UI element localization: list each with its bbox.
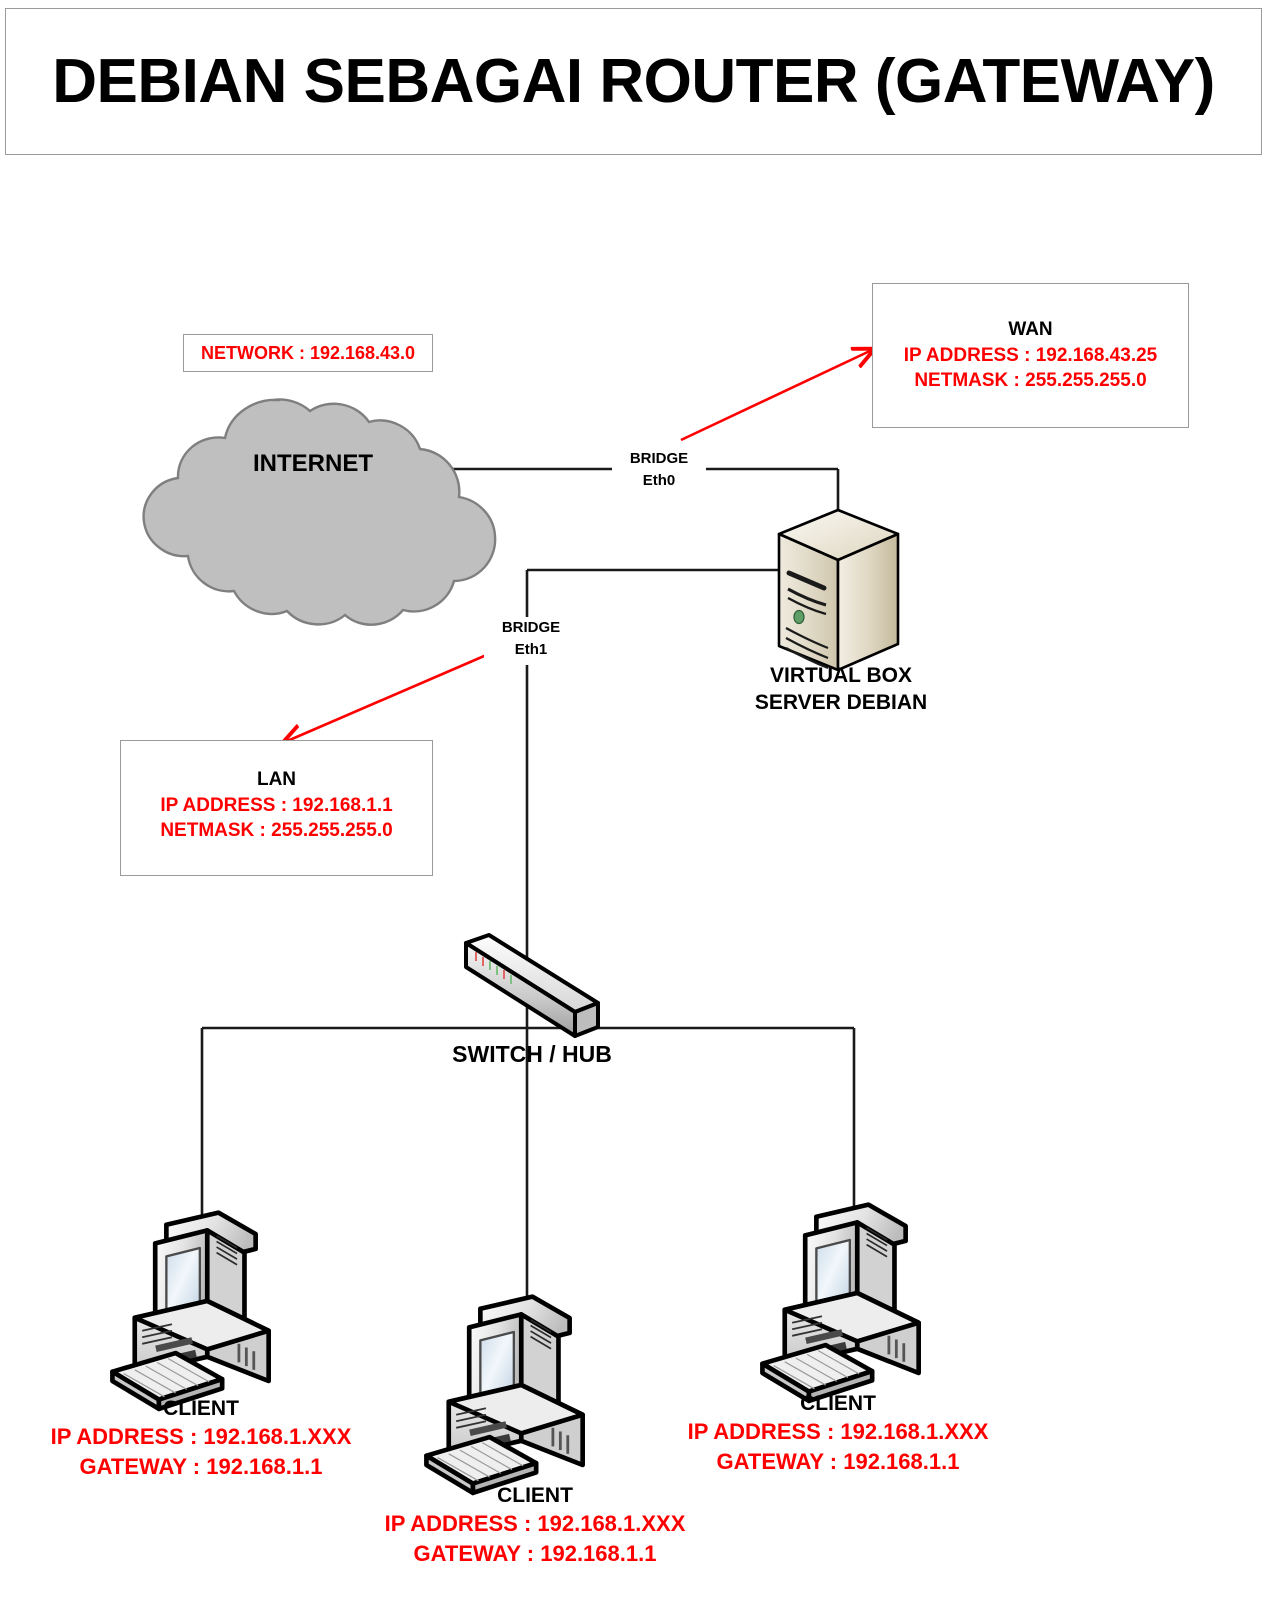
wan-netmask: NETMASK : 255.255.255.0 — [914, 370, 1147, 392]
switch-label: SWITCH / HUB — [452, 1041, 612, 1067]
lan-callout-arrow — [285, 648, 499, 742]
client-left-ip: IP ADDRESS : 192.168.1.XXX — [50, 1424, 352, 1450]
client-right-ip: IP ADDRESS : 192.168.1.XXX — [687, 1419, 989, 1445]
client-center-ip: IP ADDRESS : 192.168.1.XXX — [384, 1511, 686, 1537]
lan-ip-address: IP ADDRESS : 192.168.1.1 — [160, 794, 393, 816]
client-left-gateway: GATEWAY : 192.168.1.1 — [79, 1453, 323, 1479]
bridge-eth0-label: BRIDGE Eth0 — [612, 448, 706, 492]
client-center-gateway: GATEWAY : 192.168.1.1 — [413, 1540, 657, 1566]
client-pc-icon — [424, 1294, 585, 1496]
client-left-labels: CLIENT IP ADDRESS : 192.168.1.XXX GATEWA… — [18, 1395, 384, 1482]
bridge-eth0-line2: Eth0 — [642, 471, 676, 489]
lan-heading: LAN — [256, 769, 297, 790]
wan-ip-address: IP ADDRESS : 192.168.43.25 — [903, 344, 1158, 366]
client-center-labels: CLIENT IP ADDRESS : 192.168.1.XXX GATEWA… — [330, 1482, 740, 1569]
client-left-name: CLIENT — [163, 1397, 239, 1420]
lan-netmask: NETMASK : 255.255.255.0 — [160, 820, 393, 842]
bridge-eth0-line1: BRIDGE — [629, 450, 689, 467]
wan-heading: WAN — [1008, 319, 1053, 341]
wan-info-box: WAN IP ADDRESS : 192.168.43.25 NETMASK :… — [872, 283, 1189, 428]
bridge-eth1-line1: BRIDGE — [501, 619, 561, 636]
bridge-eth1-line2: Eth1 — [514, 640, 548, 658]
client-right-gateway: GATEWAY : 192.168.1.1 — [716, 1448, 960, 1474]
client-right-labels: CLIENT IP ADDRESS : 192.168.1.XXX GATEWA… — [648, 1390, 1028, 1477]
bridge-eth1-label: BRIDGE Eth1 — [484, 617, 578, 661]
page-title: DEBIAN SEBAGAI ROUTER (GATEWAY) — [52, 47, 1215, 116]
network-label-text: NETWORK : 192.168.43.0 — [200, 342, 416, 363]
title-box: DEBIAN SEBAGAI ROUTER (GATEWAY) — [5, 8, 1262, 155]
internet-label: INTERNET — [253, 450, 373, 477]
client-pc-icon — [110, 1210, 271, 1412]
client-right-name: CLIENT — [800, 1392, 876, 1415]
server-label-line2: SERVER DEBIAN — [754, 691, 928, 715]
client-pc-icon — [760, 1202, 921, 1404]
lan-info-box: LAN IP ADDRESS : 192.168.1.1 NETMASK : 2… — [120, 740, 433, 876]
wan-callout-arrow — [680, 350, 872, 442]
server-label-line1: VIRTUAL BOX — [770, 664, 912, 687]
server-label: VIRTUAL BOX SERVER DEBIAN — [702, 662, 980, 717]
network-label-box: NETWORK : 192.168.43.0 — [183, 334, 433, 372]
client-center-name: CLIENT — [497, 1484, 573, 1507]
server-tower-icon — [777, 508, 900, 672]
internet-cloud-icon — [142, 398, 497, 626]
switch-hub-icon — [464, 933, 600, 1038]
